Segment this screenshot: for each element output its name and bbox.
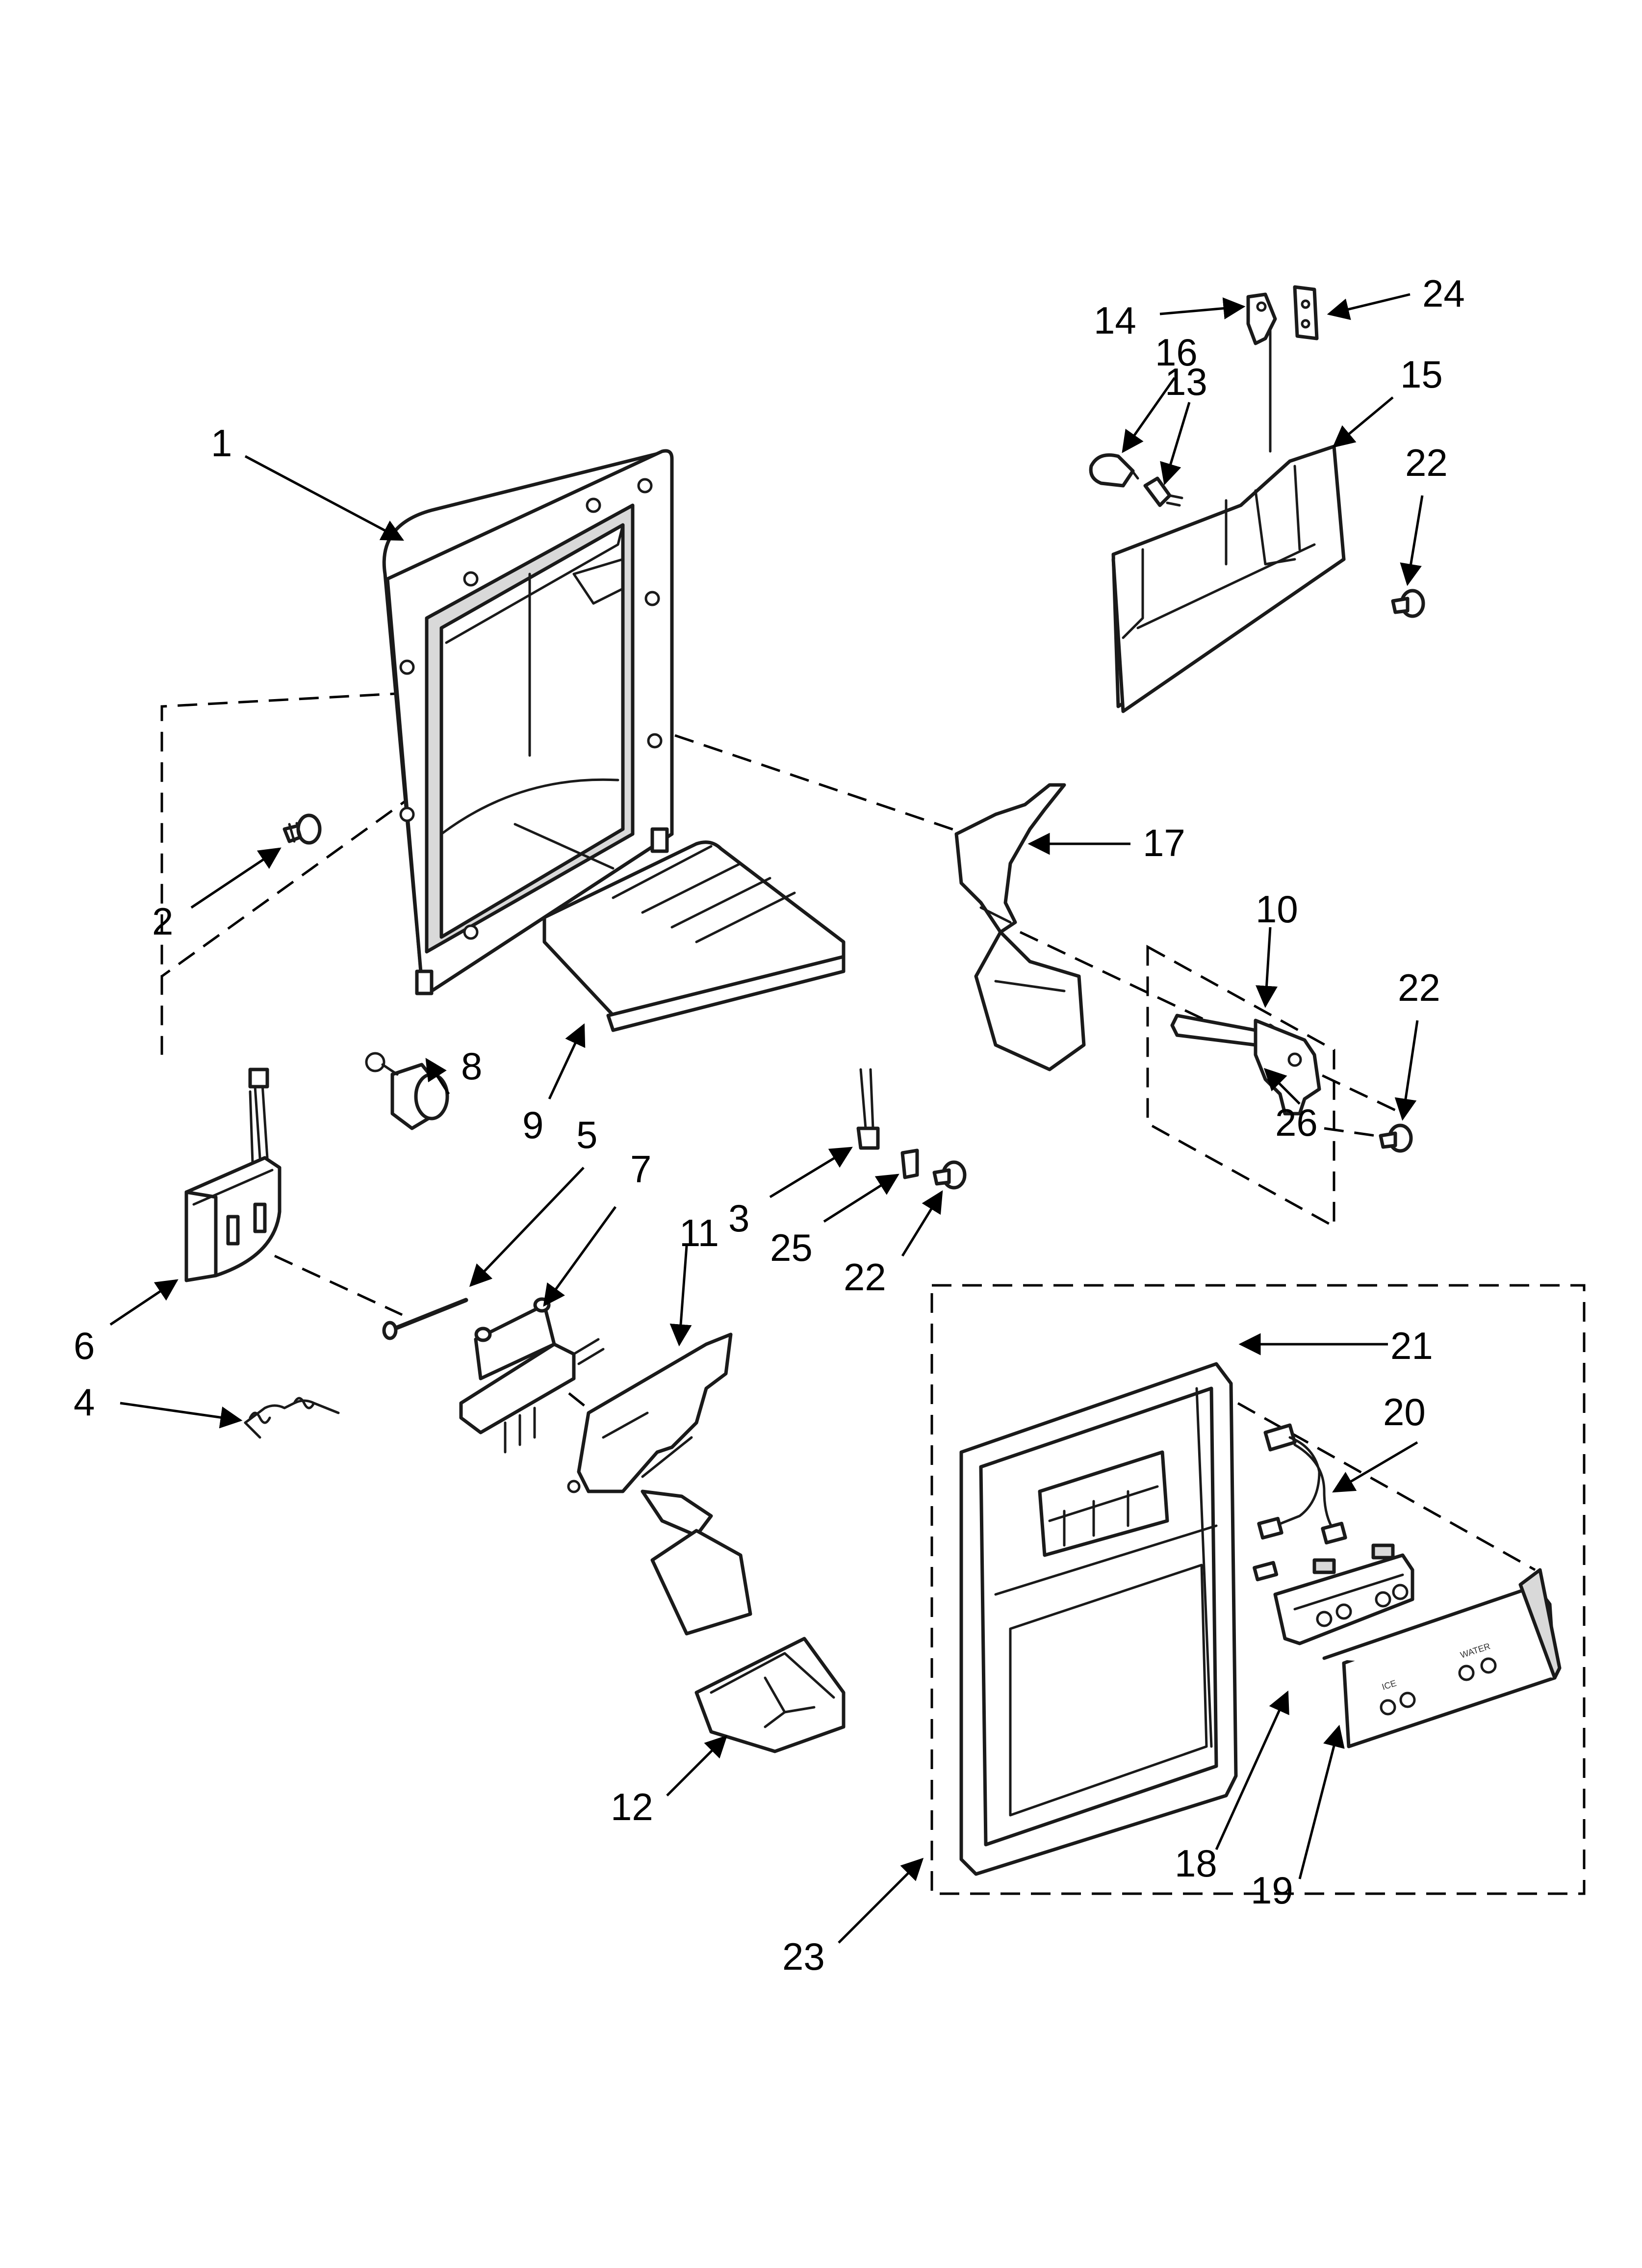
part-10-lever [1170, 1014, 1321, 1116]
screw-hole [399, 807, 415, 822]
callout-labels: 1 2 3 4 5 6 7 8 9 10 11 12 13 14 15 16 1… [74, 272, 1465, 1978]
label-4: 4 [74, 1381, 95, 1424]
part-20-wire-harness [1253, 1423, 1347, 1582]
part-7-actuator [459, 1297, 605, 1454]
part-4-spring [244, 1397, 340, 1439]
label-9: 9 [522, 1103, 543, 1147]
label-6: 6 [74, 1324, 95, 1367]
label-23: 23 [782, 1935, 825, 1978]
part-13-socket [1143, 476, 1183, 507]
screw-hole [647, 733, 663, 749]
label-12: 12 [611, 1785, 653, 1828]
part-5-pin [382, 1298, 468, 1340]
part-22-screw-a [1391, 589, 1425, 618]
screw-hole [644, 591, 660, 606]
part-19-overlay: ICE WATER [1322, 1568, 1562, 1748]
label-5: 5 [576, 1113, 597, 1156]
label-26: 26 [1275, 1101, 1318, 1144]
group-box-23 [930, 1284, 1586, 1895]
label-22-mid: 22 [1398, 966, 1440, 1009]
screw-hole [399, 659, 415, 675]
label-1: 1 [211, 421, 232, 465]
part-6-motor [184, 1068, 282, 1282]
label-22-low: 22 [844, 1255, 886, 1299]
label-25: 25 [770, 1226, 813, 1269]
part-8-solenoid [365, 1052, 449, 1130]
label-24: 24 [1422, 272, 1465, 315]
label-3: 3 [728, 1197, 749, 1240]
label-15: 15 [1400, 353, 1443, 396]
part-16-bulb [1089, 453, 1139, 488]
label-8: 8 [461, 1044, 482, 1088]
label-22-top: 22 [1405, 441, 1448, 484]
screw-hole [463, 571, 479, 587]
part-2-screw [282, 813, 322, 845]
label-14: 14 [1094, 299, 1136, 342]
label-2: 2 [152, 900, 173, 943]
leader-lines [109, 293, 1424, 1944]
label-7: 7 [630, 1147, 651, 1191]
label-16: 16 [1155, 331, 1198, 374]
label-10: 10 [1256, 887, 1298, 931]
part-3-spring-clip [856, 1068, 880, 1150]
label-19: 19 [1251, 1869, 1293, 1912]
screw-hole [463, 924, 479, 940]
assembly-lines [160, 623, 1536, 1571]
label-13: 13 [1165, 360, 1207, 403]
part-21-front-panel [959, 1362, 1238, 1876]
part-9-tray [542, 840, 846, 1032]
part-11-water-arm [567, 1332, 752, 1636]
part-24-insulator [1293, 285, 1319, 340]
screw-hole [637, 478, 653, 494]
label-11: 11 [679, 1211, 719, 1254]
part-12-cup [694, 1637, 846, 1753]
part-25-clip [900, 1148, 919, 1179]
part-14-switch [1246, 292, 1277, 345]
part-18-control-board [1273, 1543, 1414, 1645]
part-22-screw-c [932, 1160, 967, 1190]
label-18: 18 [1175, 1842, 1217, 1885]
label-17: 17 [1143, 821, 1185, 864]
part-22-screw-b [1379, 1123, 1413, 1153]
screw-hole [586, 497, 601, 513]
part-17-actuator-arm [954, 783, 1086, 1071]
part-15-control-bracket [1111, 308, 1346, 713]
label-21: 21 [1390, 1324, 1433, 1367]
label-20: 20 [1383, 1390, 1426, 1434]
